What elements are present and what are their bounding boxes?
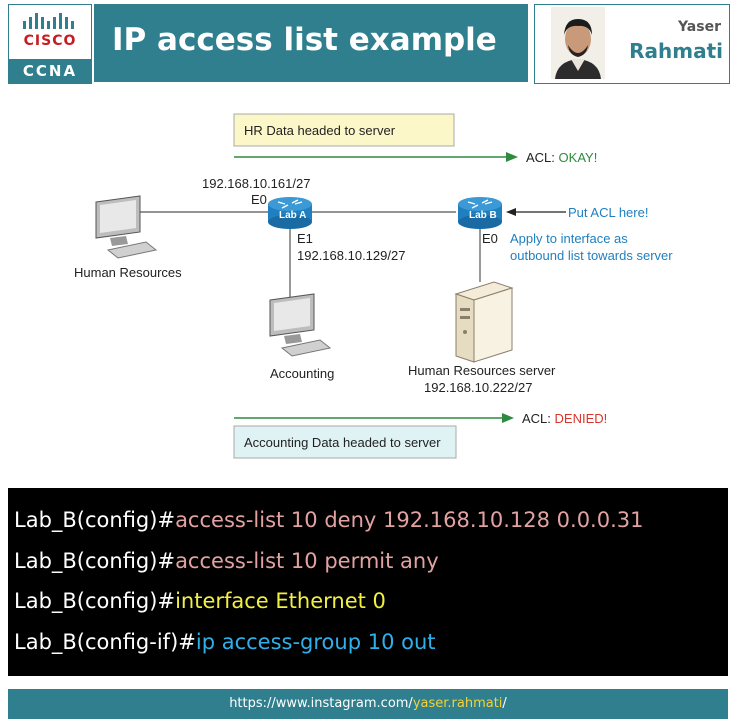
apply-note-line2: outbound list towards server: [510, 248, 673, 263]
put-acl-here: Put ACL here!: [568, 205, 648, 220]
footer-bar: https://www.instagram.com/yaser.rahmati/: [8, 689, 728, 719]
author-first-name: Yaser: [677, 19, 721, 35]
accounting-flow-box: [233, 425, 457, 459]
server-icon: [454, 281, 514, 363]
server-ip: 192.168.10.222/27: [424, 380, 532, 395]
title-bar: IP access list example: [94, 4, 528, 82]
router-b-label: Lab B: [469, 210, 497, 221]
router-a-icon: [268, 197, 312, 229]
logo-brand: CISCO: [23, 33, 77, 49]
router-b-icon: [458, 197, 502, 229]
cli-prompt: Lab_B(config-if)#: [14, 630, 196, 654]
accounting-pc-label: Accounting: [270, 366, 334, 381]
cli-config-block: Lab_B(config)#access-list 10 deny 192.16…: [8, 488, 728, 676]
network-diagram: HR Data headed to server ACL: OKAY! Lab …: [74, 113, 673, 459]
accounting-pc-icon: [269, 293, 332, 357]
router-a-e0: E0: [251, 192, 267, 207]
cli-command: ip access-group 10 out: [195, 630, 436, 654]
hr-flow-box: [233, 113, 455, 147]
author-last-name: Rahmati: [629, 39, 723, 63]
hr-pc-label: Human Resources: [74, 265, 182, 280]
acl-okay: ACL: OKAY!: [526, 150, 597, 165]
cli-line: Lab_B(config)#access-list 10 deny 192.16…: [14, 508, 643, 532]
server-name: Human Resources server: [408, 363, 556, 378]
router-b-e0: E0: [482, 231, 498, 246]
cli-line: Lab_B(config)#access-list 10 permit any: [14, 549, 439, 573]
author-photo-icon: [551, 7, 605, 79]
cli-command: access-list 10 permit any: [175, 549, 439, 573]
cli-prompt: Lab_B(config)#: [14, 589, 176, 613]
cli-command: interface Ethernet 0: [175, 589, 386, 613]
hr-pc-icon: [95, 195, 158, 259]
put-acl-arrowhead-icon: [506, 208, 516, 216]
page-title: IP access list example: [112, 22, 497, 58]
cli-prompt: Lab_B(config)#: [14, 549, 176, 573]
cli-prompt: Lab_B(config)#: [14, 508, 176, 532]
accounting-flow-arrowhead-icon: [502, 413, 514, 423]
hr-flow-arrowhead-icon: [506, 152, 518, 162]
instagram-link[interactable]: https://www.instagram.com/yaser.rahmati/: [229, 696, 507, 711]
cisco-bars-icon: [23, 13, 74, 29]
cisco-ccna-logo: CISCO CCNA: [8, 4, 92, 84]
cli-line: Lab_B(config)#interface Ethernet 0: [14, 589, 386, 613]
cli-command: access-list 10 deny 192.168.10.128 0.0.0…: [175, 508, 644, 532]
apply-note-line1: Apply to interface as: [510, 231, 628, 246]
router-a-e1: E1: [297, 231, 313, 246]
accounting-flow-label: Accounting Data headed to server: [244, 435, 441, 450]
router-a-e1-ip: 192.168.10.129/27: [297, 248, 405, 263]
router-a-e0-ip: 192.168.10.161/27: [202, 176, 310, 191]
logo-cert: CCNA: [9, 59, 91, 83]
router-a-label: Lab A: [279, 210, 306, 221]
author-box: Yaser Rahmati: [534, 4, 730, 84]
hr-flow-label: HR Data headed to server: [244, 123, 396, 138]
cli-line: Lab_B(config-if)#ip access-group 10 out: [14, 630, 436, 654]
acl-denied: ACL: DENIED!: [522, 411, 607, 426]
